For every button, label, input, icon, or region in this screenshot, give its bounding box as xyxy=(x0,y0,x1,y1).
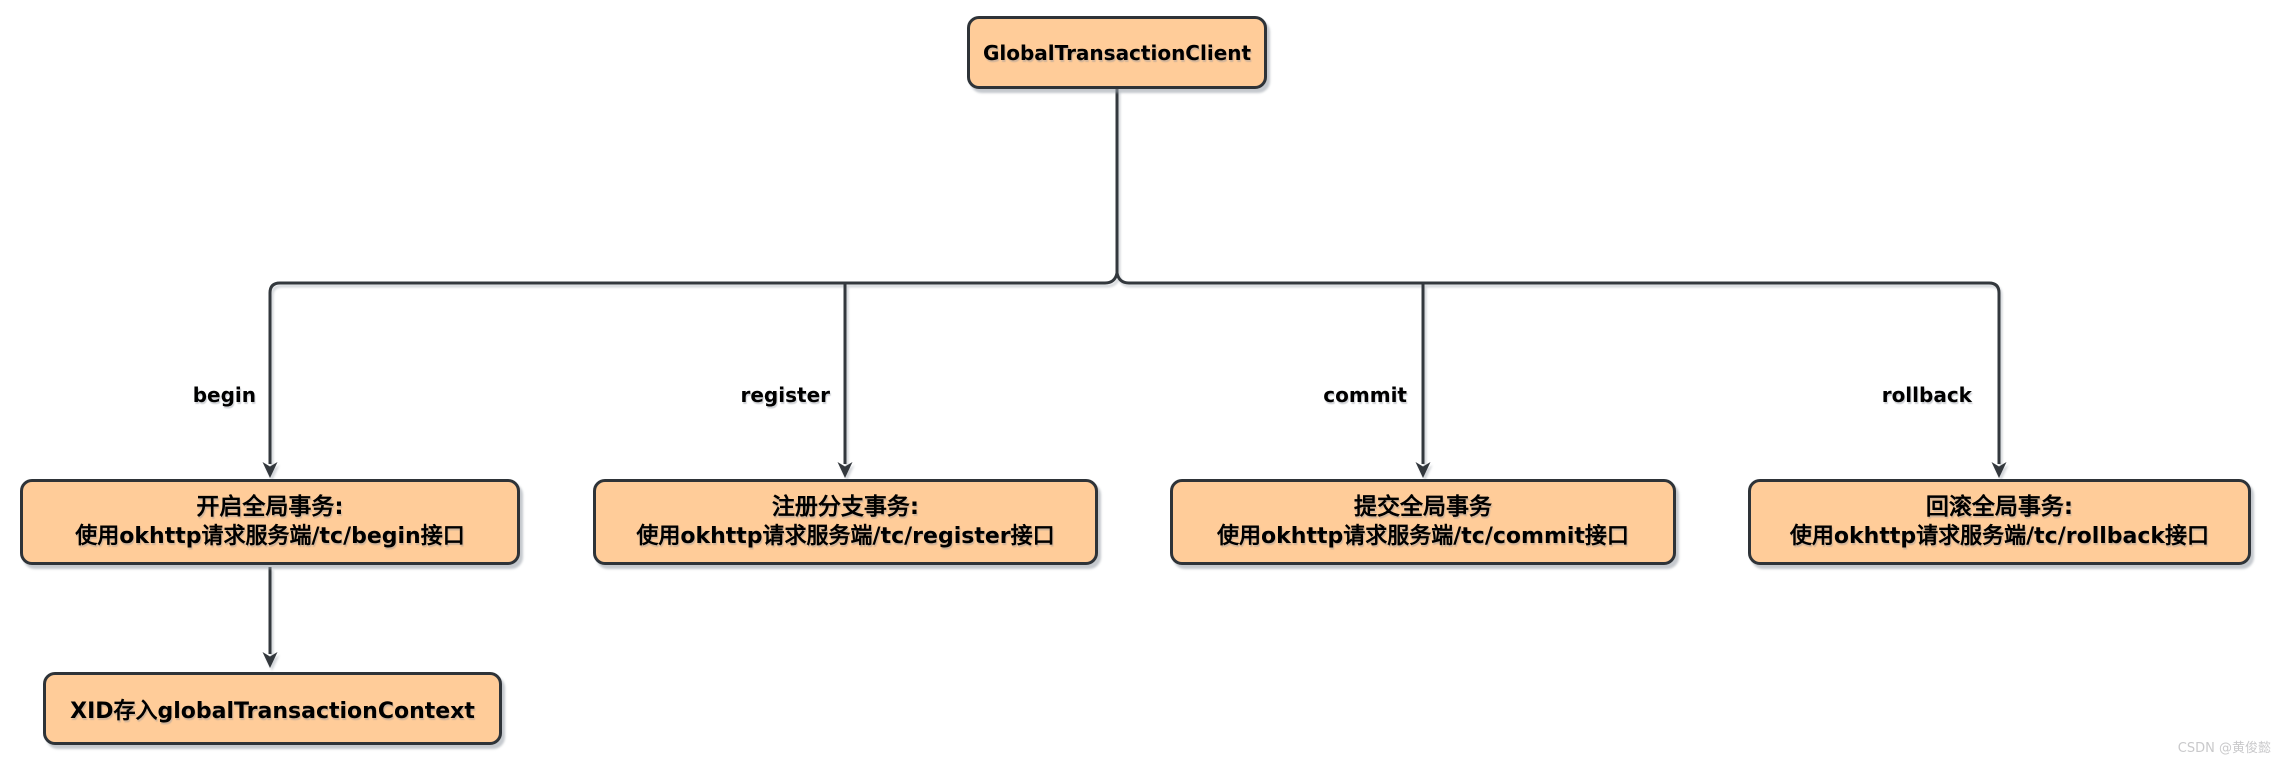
arrowhead-register xyxy=(837,462,853,478)
edge-label-rollback: rollback xyxy=(1881,383,1972,407)
node-xid-label: XID存入globalTransactionContext xyxy=(70,698,475,724)
node-commit-line1: 提交全局事务 xyxy=(1354,494,1492,520)
arrowhead-rollback xyxy=(1991,462,2007,478)
node-begin-global-transaction: 开启全局事务: 使用okhttp请求服务端/tc/begin接口 xyxy=(20,479,520,565)
arrowhead-child xyxy=(262,652,278,668)
node-register-branch-transaction: 注册分支事务: 使用okhttp请求服务端/tc/register接口 xyxy=(593,479,1098,565)
node-global-transaction-client-label: GlobalTransactionClient xyxy=(982,40,1252,65)
node-rollback-global-transaction: 回滚全局事务: 使用okhttp请求服务端/tc/rollback接口 xyxy=(1748,479,2251,565)
node-commit-global-transaction: 提交全局事务 使用okhttp请求服务端/tc/commit接口 xyxy=(1170,479,1676,565)
csdn-watermark: CSDN @黄俊懿 xyxy=(2177,741,2271,756)
arrowhead-begin xyxy=(262,462,278,478)
arrowhead-commit xyxy=(1415,462,1431,478)
edge-label-register: register xyxy=(740,383,831,407)
edge-label-commit: commit xyxy=(1323,383,1407,407)
node-rollback-line1: 回滚全局事务: xyxy=(1925,494,2074,520)
node-commit-line2: 使用okhttp请求服务端/tc/commit接口 xyxy=(1217,524,1629,549)
node-register-line2: 使用okhttp请求服务端/tc/register接口 xyxy=(636,524,1055,549)
edge-root-to-begin xyxy=(268,89,1119,464)
node-xid-global-transaction-context: XID存入globalTransactionContext xyxy=(43,672,502,745)
edge-root-to-rollback xyxy=(1115,272,2001,464)
edge-label-begin: begin xyxy=(192,383,256,407)
node-register-line1: 注册分支事务: xyxy=(771,494,920,520)
node-rollback-line2: 使用okhttp请求服务端/tc/rollback接口 xyxy=(1789,524,2210,549)
node-begin-line2: 使用okhttp请求服务端/tc/begin接口 xyxy=(75,524,465,549)
node-begin-line1: 开启全局事务: xyxy=(196,494,344,520)
node-global-transaction-client: GlobalTransactionClient xyxy=(967,16,1267,89)
